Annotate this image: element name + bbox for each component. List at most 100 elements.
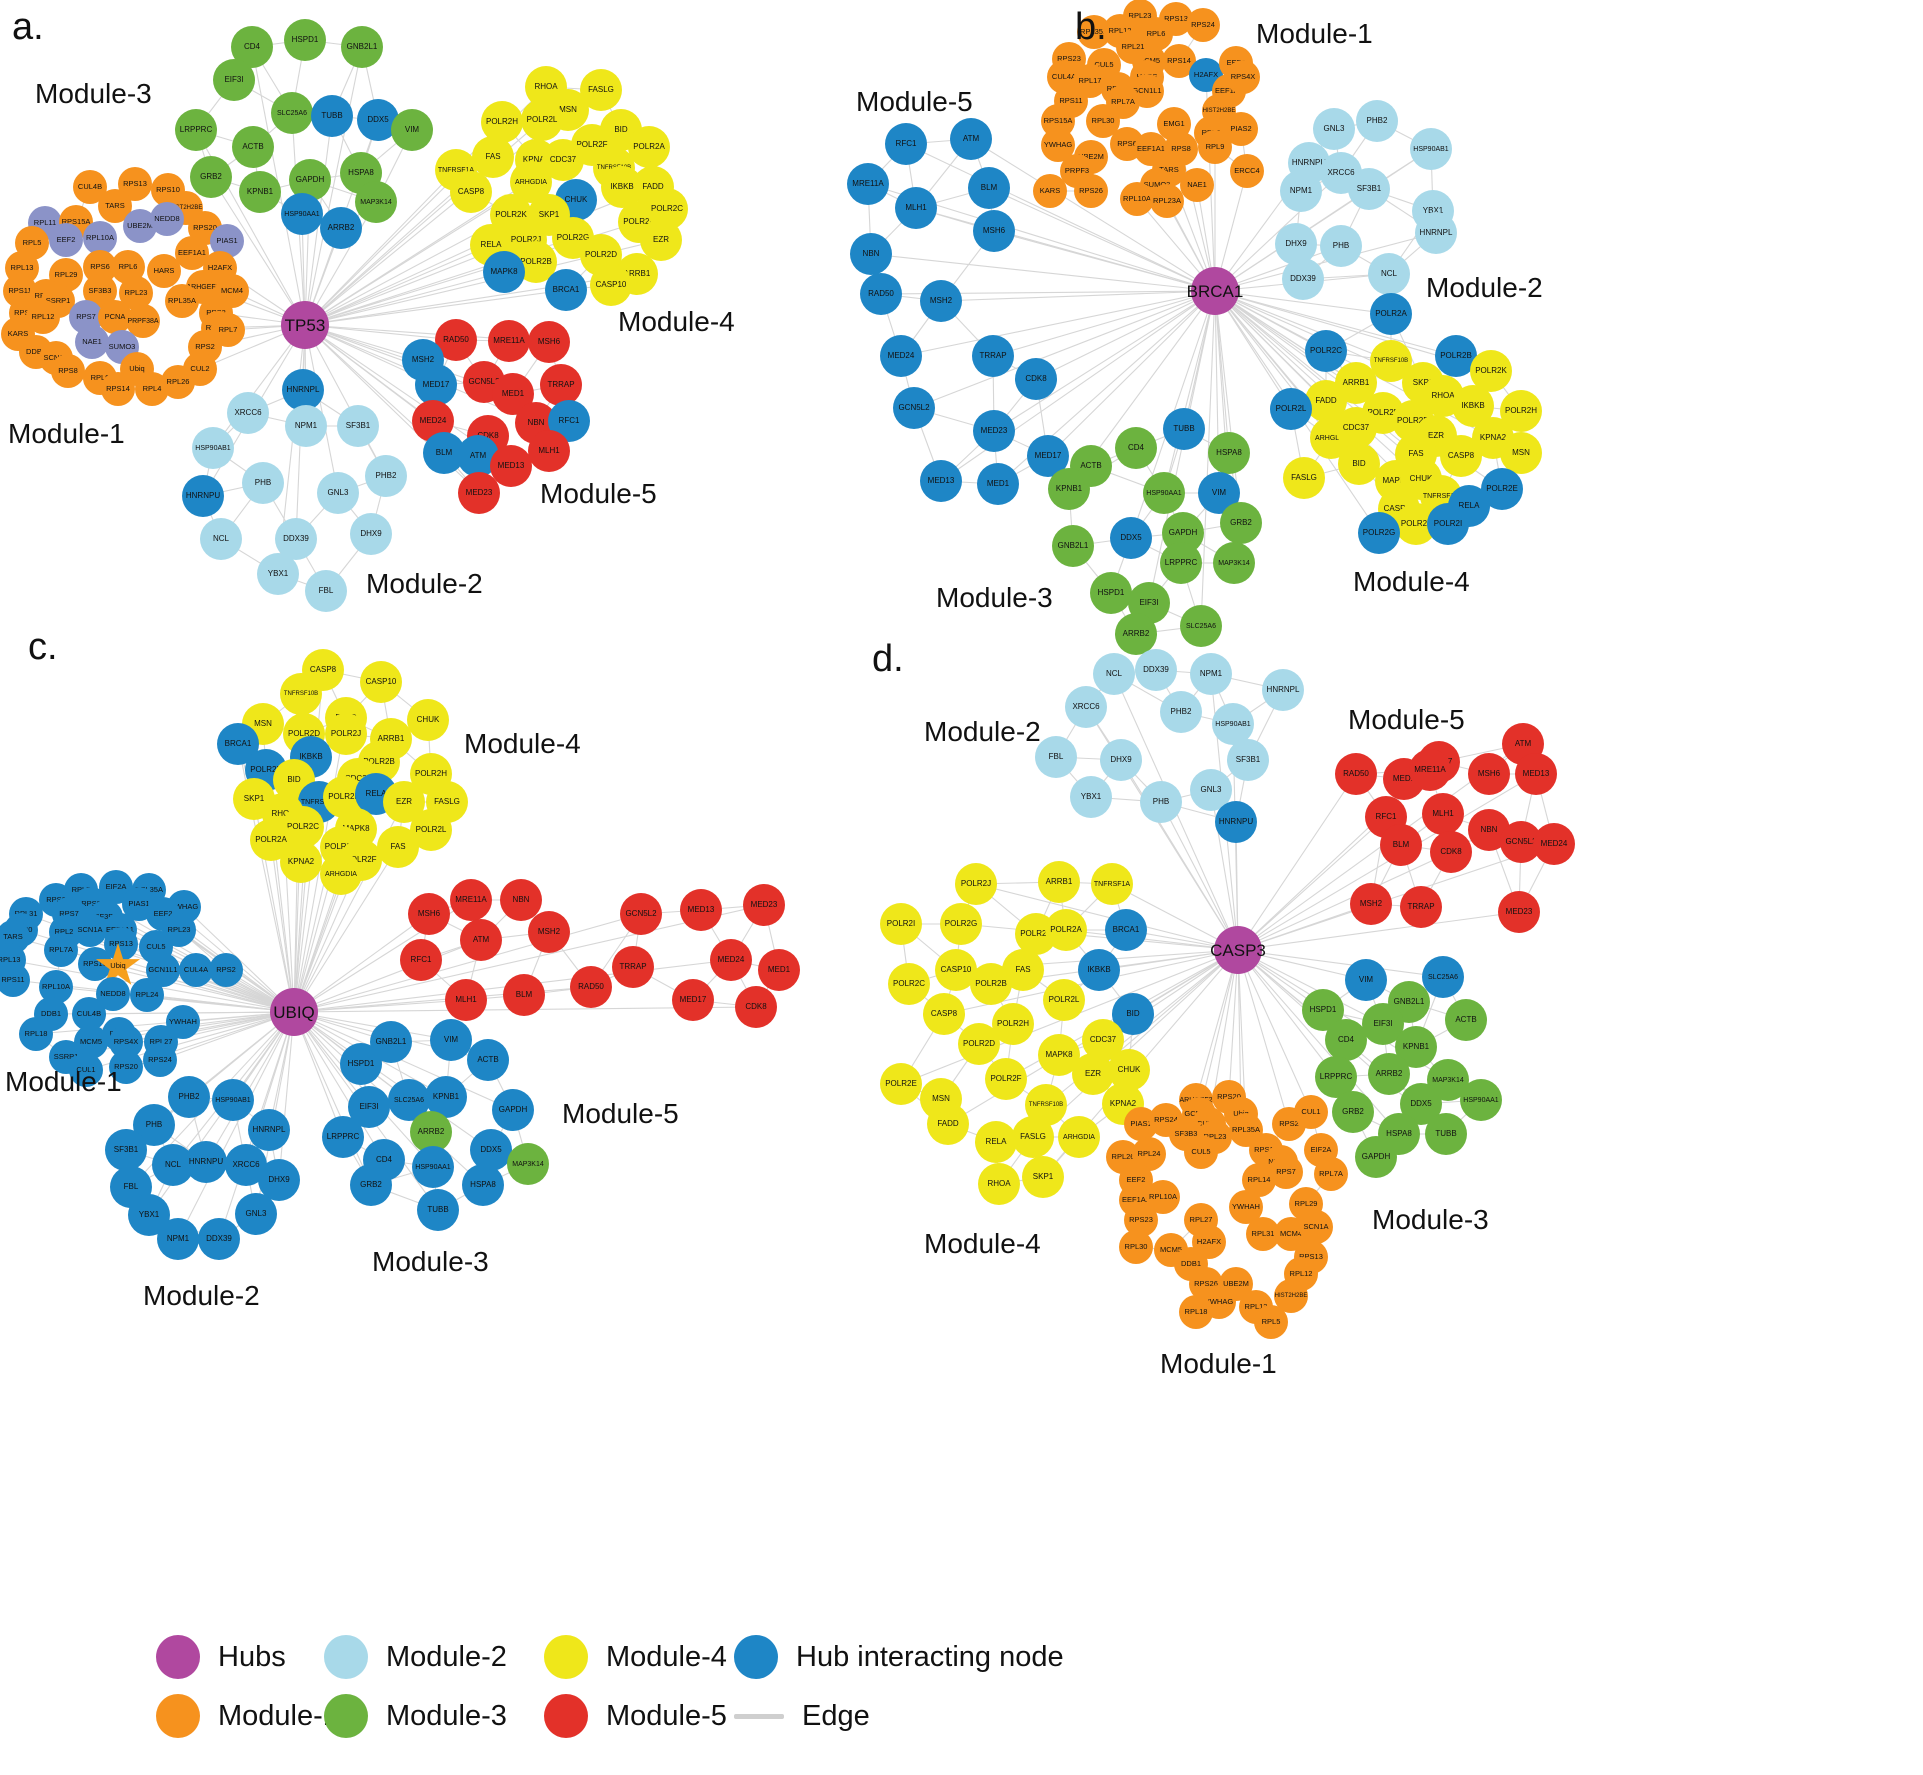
node-rpl35a: RPL35A (165, 284, 199, 318)
node-rela: RELA (975, 1121, 1017, 1163)
node-med13: MED13 (490, 445, 532, 487)
node-rps11: RPS11 (0, 963, 30, 997)
node-skp1: SKP1 (1022, 1156, 1064, 1198)
edge (1237, 949, 1312, 1113)
node-rps4x: RPS4X (1226, 60, 1260, 94)
node-nae1: NAE1 (75, 325, 109, 359)
node-map3k14: MAP3K14 (1213, 542, 1255, 584)
node-mre11a: MRE11A (450, 879, 492, 921)
node-msh2: MSH2 (920, 280, 962, 322)
module-label-a-module-5: Module-5 (540, 478, 657, 509)
edge (304, 271, 505, 326)
module-label-c-module-5: Module-5 (562, 1098, 679, 1129)
module-label-c-module-4: Module-4 (464, 728, 581, 759)
node-polr2a: POLR2A (1045, 909, 1087, 951)
node-cul1: CUL1 (1294, 1095, 1328, 1129)
node-ddx5: DDX5 (470, 1129, 512, 1171)
node-phb2: PHB2 (168, 1076, 210, 1118)
node-atm: ATM (950, 118, 992, 160)
node-map3k14: MAP3K14 (355, 181, 397, 223)
node-gnl3: GNL3 (317, 472, 359, 514)
node-sf3b1: SF3B1 (105, 1129, 147, 1171)
node-polr2c: POLR2C (1305, 330, 1347, 372)
node-mapk8: MAPK8 (483, 251, 525, 293)
node-rpl7: RPL7 (211, 313, 245, 347)
node-brca1: BRCA1 (545, 269, 587, 311)
node-gnb2l1: GNB2L1 (341, 26, 383, 68)
node-ercc4: ERCC4 (1230, 154, 1264, 188)
node-rpl24: RPL24 (130, 978, 164, 1012)
node-vim: VIM (430, 1019, 472, 1061)
node-rpl18: RPL18 (1179, 1295, 1213, 1329)
node-blm: BLM (1380, 824, 1422, 866)
edge (293, 1011, 372, 1186)
hub-node-ubiq: UBIQ (270, 988, 318, 1036)
node-sf3b1: SF3B1 (1348, 168, 1390, 210)
node-msn: MSN (1500, 432, 1542, 474)
node-trrap: TRRAP (1400, 886, 1442, 928)
node-casp8: CASP8 (1440, 435, 1482, 477)
edge (1237, 949, 1290, 1125)
node-fadd: FADD (927, 1103, 969, 1145)
module-label-c-module-1: Module-1 (5, 1066, 122, 1097)
edge (293, 1011, 385, 1161)
node-actb: ACTB (1445, 999, 1487, 1041)
edge (913, 290, 1216, 409)
node-rps26: RPS26 (1074, 174, 1108, 208)
node-med13: MED13 (920, 460, 962, 502)
node-npm1: NPM1 (157, 1218, 199, 1260)
node-hnrnpl: HNRNPL (248, 1109, 290, 1151)
node-arrb1: ARRB1 (1038, 861, 1080, 903)
node-polr2l: POLR2L (521, 99, 563, 141)
node-slc25a6: SLC25A6 (1180, 605, 1222, 647)
node-cdc37: CDC37 (1335, 407, 1377, 449)
edge (975, 883, 1239, 951)
node-rpl10a: RPL10A (1120, 182, 1154, 216)
module-label-b-module-1: Module-1 (1256, 18, 1373, 49)
edge (1120, 759, 1239, 951)
edge (1237, 911, 1520, 951)
node-rfc1: RFC1 (400, 939, 442, 981)
node-med17: MED17 (415, 364, 457, 406)
node-sf3b1: SF3B1 (337, 405, 379, 447)
node-dhx9: DHX9 (258, 1159, 300, 1201)
module-label-a-module-4: Module-4 (618, 306, 735, 337)
node-polr2d: POLR2D (958, 1023, 1000, 1065)
node-polr2l: POLR2L (1043, 979, 1085, 1021)
node-slc25a6: SLC25A6 (1422, 956, 1464, 998)
node-phb2: PHB2 (1160, 691, 1202, 733)
edge (304, 169, 457, 326)
node-rpl18: RPL18 (19, 1017, 53, 1051)
node-actb: ACTB (467, 1039, 509, 1081)
node-chuk: CHUK (407, 699, 449, 741)
node-dhx9: DHX9 (350, 513, 392, 555)
node-fas: FAS (472, 136, 514, 178)
edge (118, 1011, 295, 1035)
node-polr2j: POLR2J (325, 713, 367, 755)
node-arrb2: ARRB2 (1368, 1053, 1410, 1095)
edge (278, 1011, 295, 1181)
node-rps20: RPS20 (109, 1050, 143, 1084)
node-lrpprc: LRPPRC (175, 109, 217, 151)
node-polr2b: POLR2B (970, 963, 1012, 1005)
node-rps8: RPS8 (51, 354, 85, 388)
node-hsp90aa1: HSP90AA1 (412, 1146, 454, 1188)
node-ezr: EZR (640, 219, 682, 261)
node-polr2f: POLR2F (985, 1058, 1027, 1100)
edge (992, 290, 1216, 357)
edge (304, 46, 363, 326)
panel-letter-a: a. (12, 6, 44, 48)
edge (293, 846, 399, 1013)
node-med17: MED17 (672, 979, 714, 1021)
module-label-b-module-3: Module-3 (936, 582, 1053, 613)
node-xrcc6: XRCC6 (227, 392, 269, 434)
node-med1: MED1 (758, 949, 800, 991)
panel-letter-d: d. (872, 638, 904, 680)
edge (293, 913, 430, 1013)
node-atm: ATM (460, 919, 502, 961)
edge (1160, 801, 1239, 951)
node-rpl12: RPL12 (26, 300, 60, 334)
edge (1214, 232, 1437, 292)
node-polr2c: POLR2C (888, 963, 930, 1005)
